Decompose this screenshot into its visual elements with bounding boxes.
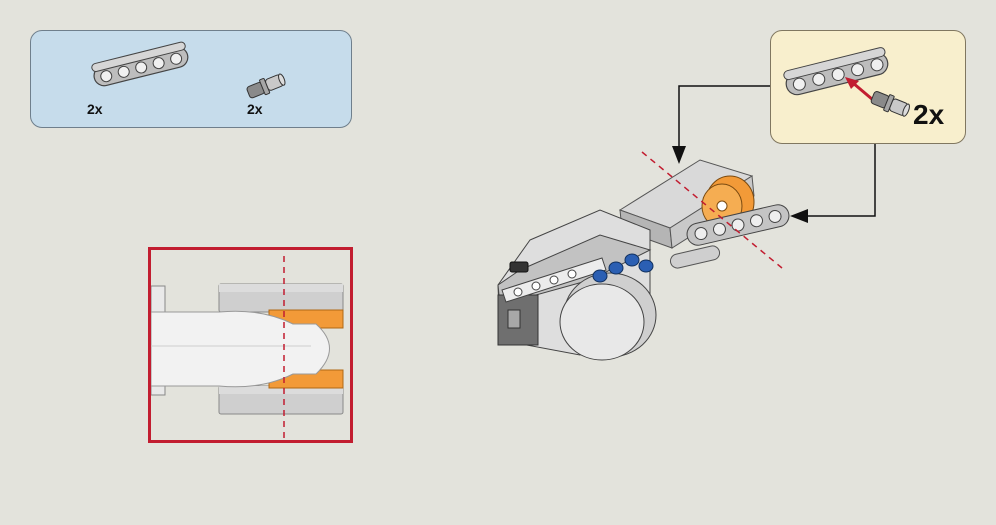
detail-view [151,256,344,440]
lower-beam [669,245,721,269]
axle-stub [509,261,529,273]
beam-5-icon [91,41,189,87]
subassembly-quantity: 2x [913,99,945,130]
detail-inset [148,247,353,443]
connector-pin-icon [246,73,286,99]
motor-assembly-model [497,151,790,361]
beam-5-icon [783,47,889,96]
parts-list-panel: 2x 2x [30,30,352,128]
pin-quantity: 2x [247,101,263,117]
blue-pins [592,253,654,283]
beam-quantity: 2x [87,101,103,117]
alignment-line [641,151,783,269]
subassembly-panel: 2x [770,30,966,144]
connector-pin-icon [870,91,910,117]
side-beam [501,257,607,303]
motor-body [497,209,657,361]
front-beam [686,204,790,246]
